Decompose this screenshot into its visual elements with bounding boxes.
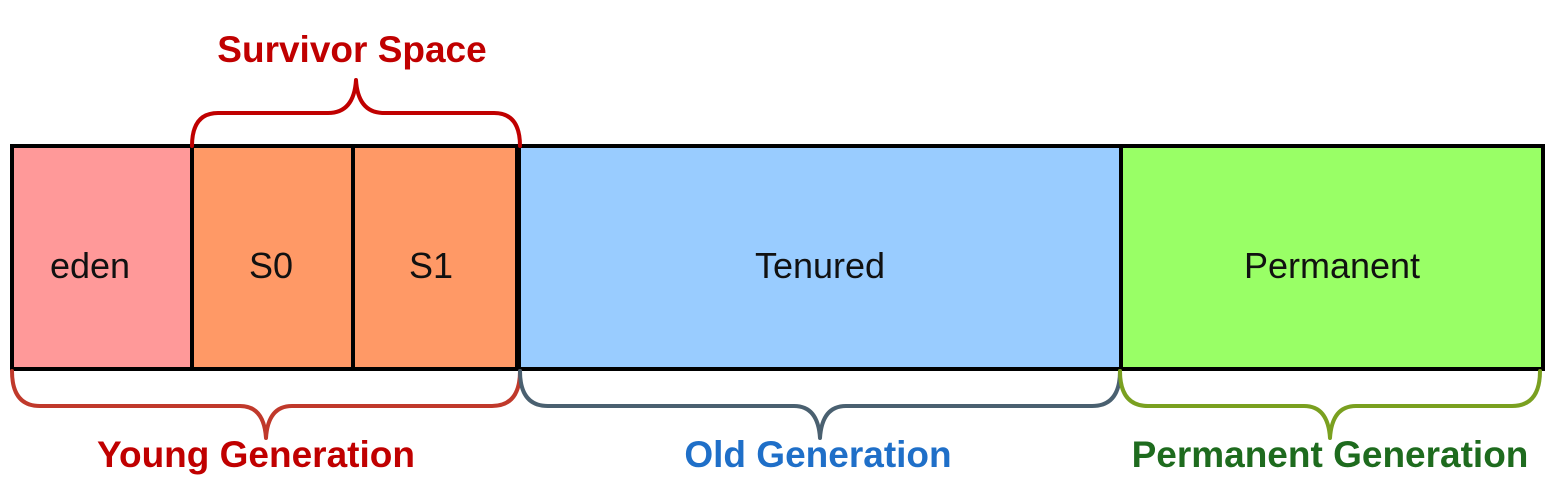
survivor-space-brace bbox=[190, 78, 522, 148]
young-generation-label: Young Generation bbox=[97, 434, 415, 475]
survivor-space-label: Survivor Space bbox=[217, 29, 486, 70]
heap-bar bbox=[10, 144, 1545, 371]
tenured-region bbox=[516, 144, 1123, 371]
old-generation-brace bbox=[518, 369, 1122, 440]
eden-label: eden bbox=[50, 245, 130, 286]
permanent-label: Permanent bbox=[1244, 245, 1420, 286]
s0-region bbox=[190, 144, 355, 371]
tenured-label: Tenured bbox=[755, 245, 885, 286]
s1-label: S1 bbox=[409, 245, 453, 286]
permanent-generation-brace bbox=[1118, 369, 1542, 440]
s1-region bbox=[351, 144, 520, 371]
eden-region bbox=[10, 144, 194, 371]
young-generation-brace bbox=[10, 369, 522, 440]
permanent-region bbox=[1119, 144, 1545, 371]
old-generation-label: Old Generation bbox=[684, 434, 951, 475]
s0-label: S0 bbox=[249, 245, 293, 286]
permanent-generation-label: Permanent Generation bbox=[1132, 434, 1529, 475]
